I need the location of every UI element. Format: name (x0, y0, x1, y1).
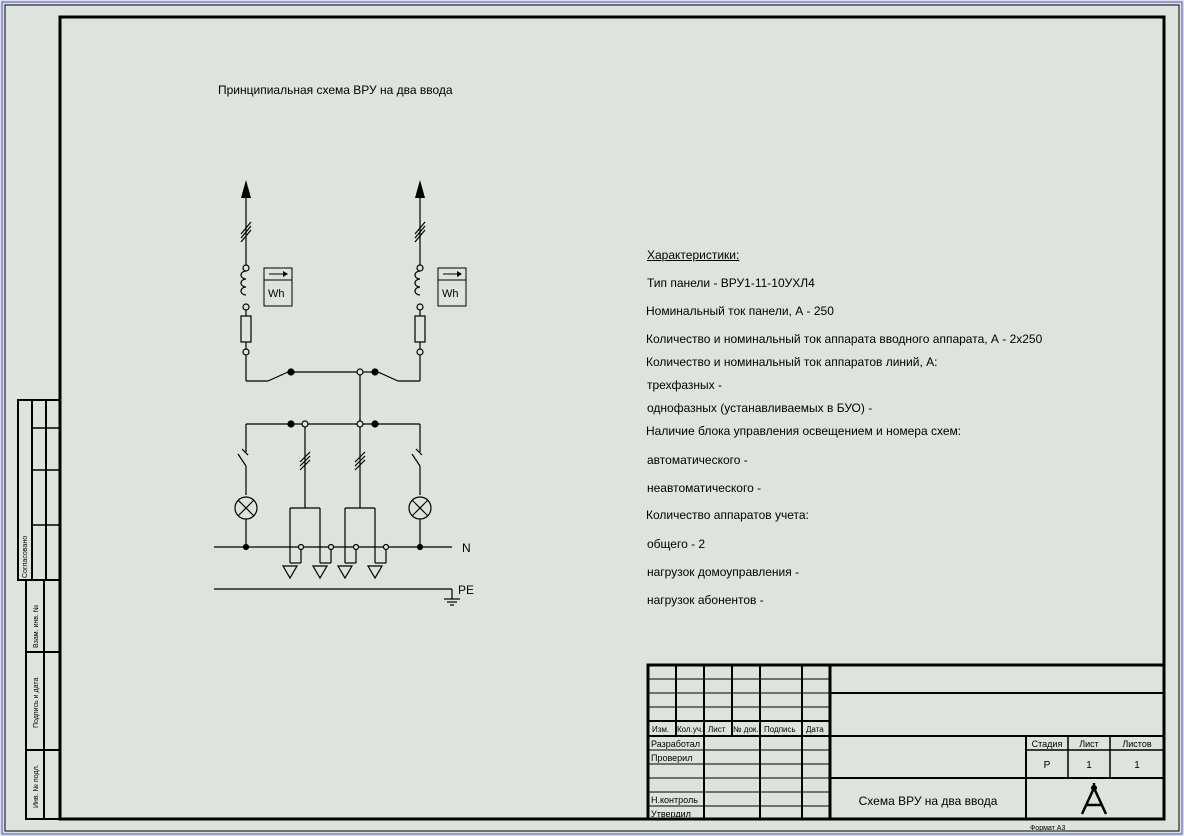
sheets-label: Листов (1122, 739, 1151, 749)
meter-1-icon (263, 267, 293, 307)
role-norm-control: Н.контроль (651, 795, 698, 805)
char-line-meters: Количество аппаратов учета: (646, 508, 809, 522)
arrow-up-icon (415, 180, 425, 198)
char-line-panel-type: Тип панели - ВРУ1-11-10УХЛ4 (647, 276, 815, 290)
current-transformer-icon (414, 270, 421, 296)
pe-bus-label: PE (458, 583, 474, 597)
char-line-house-management: нагрузок домоуправления - (647, 565, 800, 579)
arrow-up-icon (241, 180, 251, 198)
role-developed: Разработал (651, 739, 700, 749)
outgoing-line-2 (336, 427, 387, 580)
char-line-line-devices: Количество и номинальный ток аппаратов л… (646, 355, 938, 369)
characteristics-heading: Характеристики: (647, 248, 740, 262)
char-line-common: общего - 2 (647, 537, 706, 551)
load-icon (366, 565, 384, 580)
fuse-icon (240, 315, 252, 343)
outgoing-line-1 (281, 427, 332, 580)
meter-2-label: Wh (442, 288, 459, 300)
char-line-automatic: автоматического - (647, 453, 748, 467)
char-line-rated-current: Номинальный ток панели, А - 250 (646, 304, 834, 318)
input-feeder-1 (240, 180, 360, 382)
page-title: Принципиальная схема ВРУ на два ввода (218, 83, 453, 97)
side-stamp (17, 399, 61, 820)
single-line-diagram (214, 180, 467, 606)
col-header-change: Изм. (652, 725, 669, 734)
main-frame (58, 15, 1166, 821)
char-line-non-automatic: неавтоматического - (647, 481, 762, 495)
lighting-branch-left (234, 424, 258, 547)
char-line-three-phase: трехфазных - (647, 378, 722, 392)
trim-line (4, 4, 1180, 832)
load-icon (281, 565, 299, 580)
current-transformer-icon (240, 270, 247, 296)
load-icon (336, 565, 354, 580)
sheets-value: 1 (1134, 760, 1140, 771)
char-line-single-phase: однофазных (устанавливаемых в БУО) - (647, 401, 873, 415)
inv-orig-label: Инв. № подл. (33, 764, 40, 808)
role-checked: Проверил (651, 753, 692, 763)
document-name: Схема ВРУ на два ввода (859, 794, 998, 808)
fuse-icon (414, 315, 426, 343)
input-feeder-2 (360, 180, 426, 382)
stage-value: Р (1044, 760, 1051, 771)
sign-date-label: Подпись и дата (33, 678, 40, 728)
format-label: Формат А3 (1030, 825, 1065, 832)
compass-logo-icon (1080, 783, 1108, 815)
n-bus-label: N (462, 541, 471, 555)
meter-2-icon (437, 267, 467, 307)
col-header-sheet: Лист (708, 725, 726, 734)
load-icon (311, 565, 329, 580)
stage-label: Стадия (1032, 739, 1063, 749)
sheet-value: 1 (1086, 760, 1092, 771)
char-line-lighting-block: Наличие блока управления освещением и но… (646, 424, 962, 438)
lighting-branch-right (408, 424, 432, 547)
col-header-count: Кол.уч. (677, 725, 703, 734)
meter-1-label: Wh (268, 288, 285, 300)
char-line-input-device: Количество и номинальный ток аппарата вв… (646, 332, 1043, 346)
role-approved: Утвердил (651, 809, 691, 819)
ref-inv-label: Взам. инв. № (33, 605, 40, 648)
col-header-doc: № док. (733, 725, 759, 734)
char-line-subscribers: нагрузок абонентов - (647, 593, 764, 607)
sheet-label: Лист (1079, 739, 1099, 749)
col-header-sign: Подпись (764, 725, 796, 734)
col-header-date: Дата (806, 725, 824, 734)
approved-label: Согласовано (22, 536, 29, 578)
title-block-grid (646, 663, 1166, 821)
